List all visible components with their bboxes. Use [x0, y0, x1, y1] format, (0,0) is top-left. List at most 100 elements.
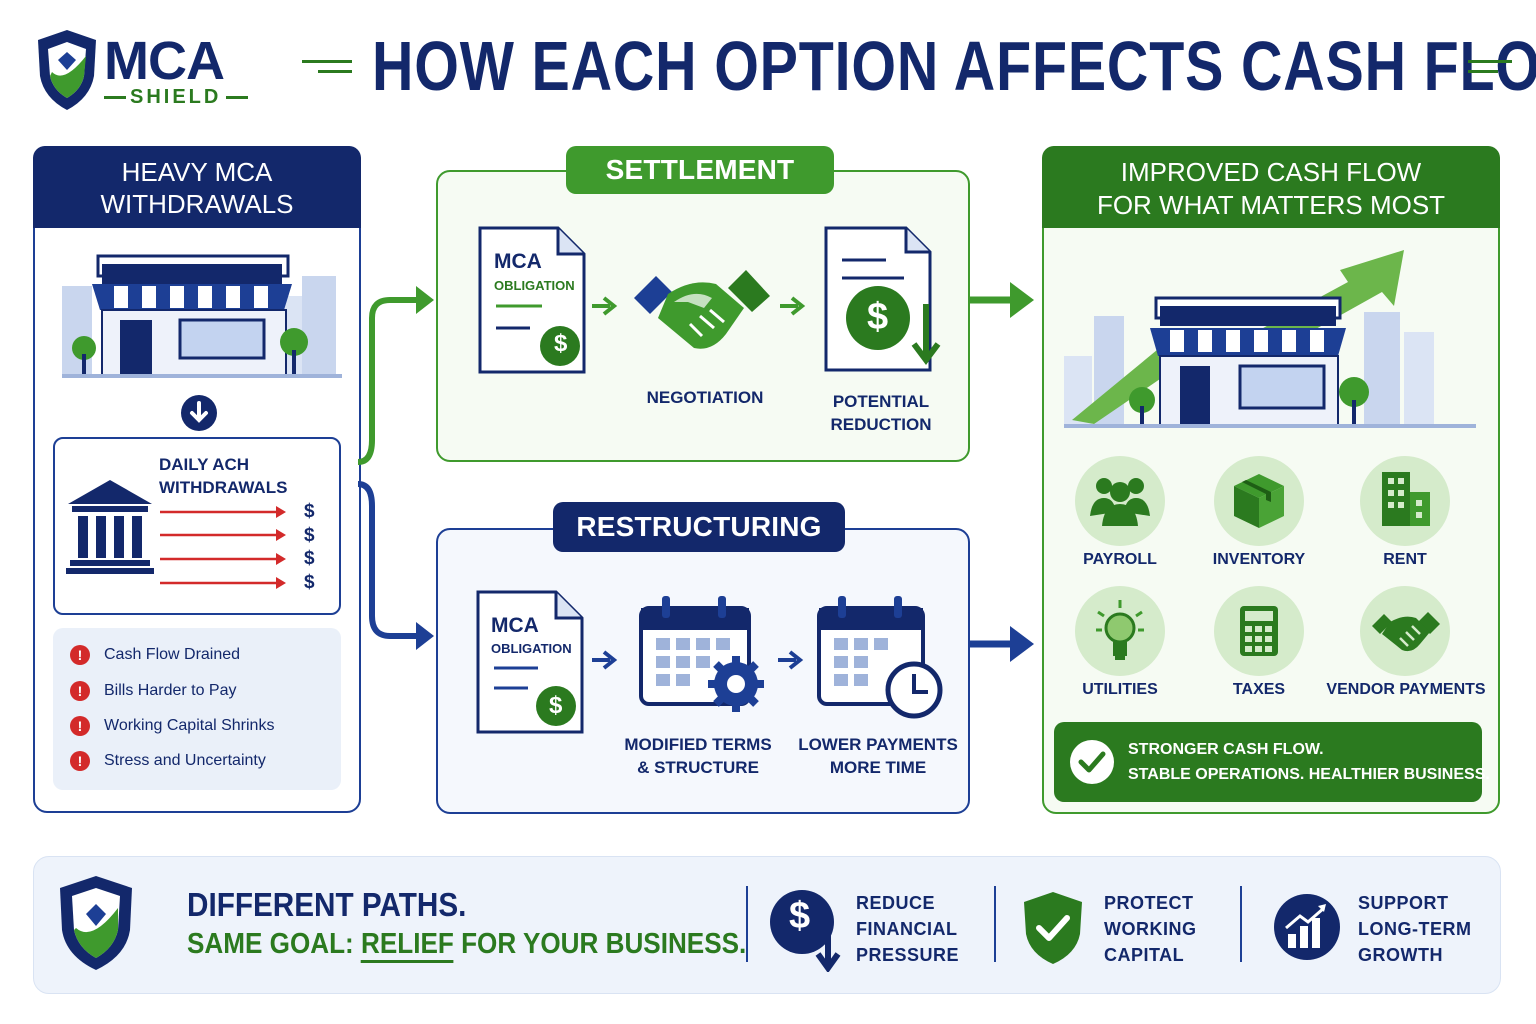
- brand-rule-right: [226, 96, 248, 99]
- rent-label: RENT: [1383, 551, 1427, 568]
- benefit-line: PRESSURE: [856, 945, 960, 965]
- warning-icon: !: [70, 716, 90, 736]
- title-rule-right-2: [1468, 70, 1498, 73]
- bank-icon: [66, 480, 154, 574]
- title-rule-right: [1468, 60, 1512, 63]
- warning-text: Bills Harder to Pay: [104, 682, 237, 699]
- result-banner-text: STRONGER CASH FLOW. STABLE OPERATIONS. H…: [1128, 737, 1490, 787]
- ach-label: DAILY ACH WITHDRAWALS: [159, 453, 287, 499]
- warning-item: ! Bills Harder to Pay: [70, 681, 237, 701]
- shield-logo-icon: [38, 30, 96, 110]
- label-line-1: POTENTIAL: [832, 392, 930, 411]
- lightbulb-icon: [1096, 600, 1144, 660]
- arrow-right-icon: [778, 650, 804, 670]
- restructuring-tag: RESTRUCTURING: [553, 502, 845, 552]
- dollar-column: $ $ $ $: [304, 500, 315, 594]
- doc-title: MCA: [491, 614, 539, 637]
- heading-line-2: WITHDRAWALS: [100, 189, 294, 219]
- dollar-badge: $: [549, 692, 563, 719]
- document-icon: [478, 226, 586, 374]
- result-banner: [1054, 722, 1482, 802]
- calendar-gear-icon: [639, 596, 764, 712]
- inventory-label: INVENTORY: [1212, 551, 1306, 568]
- handshake-icon: [634, 270, 770, 349]
- handshake-icon: [1372, 612, 1440, 652]
- dollar-sign: $: [304, 501, 315, 522]
- heading-line-1: IMPROVED CASH FLOW: [1120, 157, 1422, 187]
- withdrawal-arrows-icon: [160, 506, 286, 589]
- calendar-clock-icon: [817, 596, 943, 719]
- dollar-sign: $: [304, 548, 315, 569]
- heading-line-1: HEAVY MCA: [121, 157, 273, 187]
- brand-rule-left: [104, 96, 126, 99]
- dollar-symbol: $: [789, 895, 811, 937]
- growing-storefront-icon: [1064, 250, 1476, 428]
- benefit-support-growth: SUPPORT LONG-TERM GROWTH: [1358, 890, 1471, 968]
- benefit-line: LONG-TERM: [1358, 919, 1472, 939]
- label-line-2: & STRUCTURE: [637, 758, 759, 777]
- warning-item: ! Working Capital Shrinks: [70, 716, 274, 736]
- calculator-icon: [1240, 606, 1278, 656]
- footer-subtitle-suffix: FOR YOUR BUSINESS.: [453, 928, 747, 960]
- benefit-line: WORKING: [1104, 919, 1197, 939]
- warnings-box: [53, 628, 341, 790]
- lower-payments-label: LOWER PAYMENTS MORE TIME: [792, 733, 964, 779]
- growth-chart-icon: [1274, 894, 1340, 960]
- shield-check-icon: [1024, 892, 1082, 964]
- footer-subtitle-prefix: SAME GOAL:: [187, 928, 362, 960]
- brand-subtitle: SHIELD: [130, 86, 222, 108]
- doc-subtitle: OBLIGATION: [494, 278, 575, 293]
- dollar-badge: $: [867, 296, 889, 338]
- warning-text: Cash Flow Drained: [104, 646, 241, 663]
- warning-text: Working Capital Shrinks: [104, 717, 275, 734]
- brand-name: MCA: [104, 31, 225, 91]
- branch-arrows-icon: [357, 286, 434, 650]
- shield-icon: [60, 876, 132, 970]
- banner-line-2: STABLE OPERATIONS. HEALTHIER BUSINESS.: [1128, 766, 1490, 783]
- vendor-payments-label: VENDOR PAYMENTS: [1326, 681, 1486, 698]
- title-rule-left: [302, 60, 352, 63]
- benefit-line: CAPITAL: [1104, 945, 1185, 965]
- check-circle-icon: [1070, 740, 1114, 784]
- box-icon: [1234, 474, 1284, 528]
- title-rule-left-2: [318, 70, 352, 73]
- negotiation-label: NEGOTIATION: [646, 388, 764, 407]
- benefit-line: PROTECT: [1104, 893, 1194, 913]
- summary-footer: [33, 856, 1501, 994]
- arrow-down-icon: [181, 395, 217, 431]
- doc-subtitle: OBLIGATION: [491, 641, 572, 656]
- heading-line-2: FOR WHAT MATTERS MOST: [1096, 190, 1446, 220]
- arrow-right-icon: [592, 296, 618, 316]
- benefit-line: REDUCE: [856, 893, 936, 913]
- benefit-line: FINANCIAL: [856, 919, 958, 939]
- reduction-document-icon: [824, 226, 941, 372]
- taxes-label: TAXES: [1232, 681, 1286, 698]
- arrow-right-icon: [592, 650, 618, 670]
- footer-divider: [746, 886, 748, 962]
- utilities-label: UTILITIES: [1082, 681, 1158, 698]
- people-icon: [1090, 478, 1150, 526]
- dollar-sign: $: [304, 571, 315, 593]
- footer-divider: [1240, 886, 1242, 962]
- dollar-down-icon: [770, 890, 841, 972]
- label-line-2: MORE TIME: [829, 758, 927, 777]
- improved-cash-flow-heading: IMPROVED CASH FLOW FOR WHAT MATTERS MOST: [1042, 146, 1500, 228]
- modified-terms-label: MODIFIED TERMS & STRUCTURE: [612, 733, 784, 779]
- warning-item: !Stress and Uncertainty: [70, 751, 266, 771]
- footer-subtitle-highlight: RELIEF: [361, 928, 454, 963]
- dollar-sign: $: [304, 524, 315, 546]
- label-line-1: MODIFIED TERMS: [624, 735, 772, 754]
- warning-item: !Cash Flow Drained: [70, 645, 240, 665]
- arrow-right-icon: [970, 626, 1034, 662]
- arrow-right-icon: [970, 282, 1034, 318]
- building-icon: [1382, 472, 1430, 526]
- settlement-tag: SETTLEMENT: [566, 146, 834, 194]
- footer-subtitle: SAME GOAL: RELIEF FOR YOUR BUSINESS.: [187, 928, 747, 963]
- benefit-line: GROWTH: [1358, 945, 1443, 965]
- warning-icon: !: [70, 681, 90, 701]
- page-title: HOW EACH OPTION AFFECTS CASH FLOW: [372, 27, 1536, 105]
- dollar-badge: $: [554, 330, 568, 357]
- ach-label-line-2: WITHDRAWALS: [159, 478, 288, 497]
- footer-title: DIFFERENT PATHS.: [187, 886, 467, 923]
- warning-icon: !: [70, 751, 90, 771]
